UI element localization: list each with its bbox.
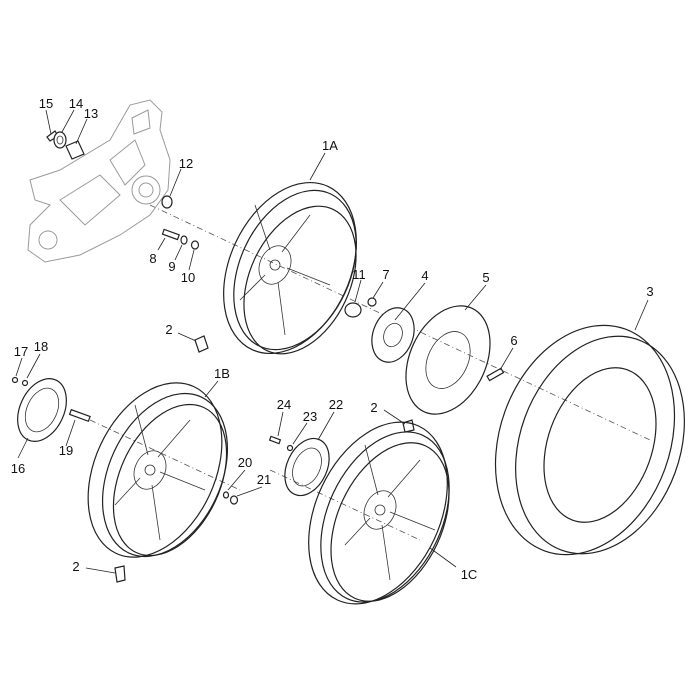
callout-14: 14 [69, 96, 83, 111]
tire [494, 324, 685, 556]
callout-17: 17 [14, 344, 28, 359]
callout-12: 12 [179, 156, 193, 171]
part-12-seal [161, 195, 173, 209]
part-20-washer [222, 491, 230, 499]
part-callouts: 1A 1B 1C 2 2 2 3 4 5 6 7 8 9 10 11 12 13… [11, 96, 654, 582]
wheel-1B [87, 382, 229, 558]
callout-1B: 1B [214, 366, 230, 381]
part-24-screw [268, 435, 282, 445]
part-7-nut [367, 297, 377, 307]
part-9-washer [180, 235, 188, 245]
hub-hardware [344, 297, 415, 363]
part-19-pin [68, 408, 91, 423]
callout-20: 20 [238, 455, 252, 470]
part-18-washer [21, 379, 29, 387]
part-11-spacer [344, 302, 362, 318]
callout-4: 4 [421, 268, 428, 283]
assembly-axes [89, 204, 651, 541]
part-13-spacer [65, 140, 85, 160]
wheel-1C [308, 421, 450, 605]
callout-23: 23 [303, 409, 317, 424]
valves [114, 335, 415, 583]
callout-22: 22 [329, 397, 343, 412]
callout-1A: 1A [322, 138, 338, 153]
callout-19: 19 [59, 443, 73, 458]
callout-24: 24 [277, 397, 291, 412]
callout-5: 5 [482, 270, 489, 285]
part-4-hub-flange [371, 307, 415, 363]
callout-15: 15 [39, 96, 53, 111]
part-21-nut [229, 495, 239, 505]
callout-10: 10 [181, 270, 195, 285]
callout-3: 3 [646, 284, 653, 299]
part-8-bolt [161, 228, 180, 241]
part-14-bearing [53, 131, 67, 149]
callout-11: 11 [352, 267, 366, 282]
callout-8: 8 [149, 251, 156, 266]
tone-ring-16 [11, 376, 91, 442]
leader-lines [15, 109, 649, 574]
swing-arm-bracket [27, 99, 171, 263]
part-17-screw [11, 376, 19, 384]
brake-disc [405, 305, 491, 415]
callout-18: 18 [34, 339, 48, 354]
callout-6: 6 [510, 333, 517, 348]
callout-7: 7 [382, 267, 389, 282]
callout-16: 16 [11, 461, 25, 476]
callout-2-mid: 2 [370, 400, 377, 415]
tone-ring-22 [268, 435, 330, 497]
part-23-washer [286, 444, 294, 452]
callout-13: 13 [84, 106, 98, 121]
callout-1C: 1C [461, 567, 478, 582]
bracket-hardware [46, 130, 200, 250]
part-10-nut [190, 240, 200, 250]
callout-2-top: 2 [165, 322, 172, 337]
wheel-1A [223, 181, 357, 355]
part-6-bolt [486, 367, 505, 382]
callout-2-bottom: 2 [72, 559, 79, 574]
callout-9: 9 [168, 259, 175, 274]
callout-21: 21 [257, 472, 271, 487]
